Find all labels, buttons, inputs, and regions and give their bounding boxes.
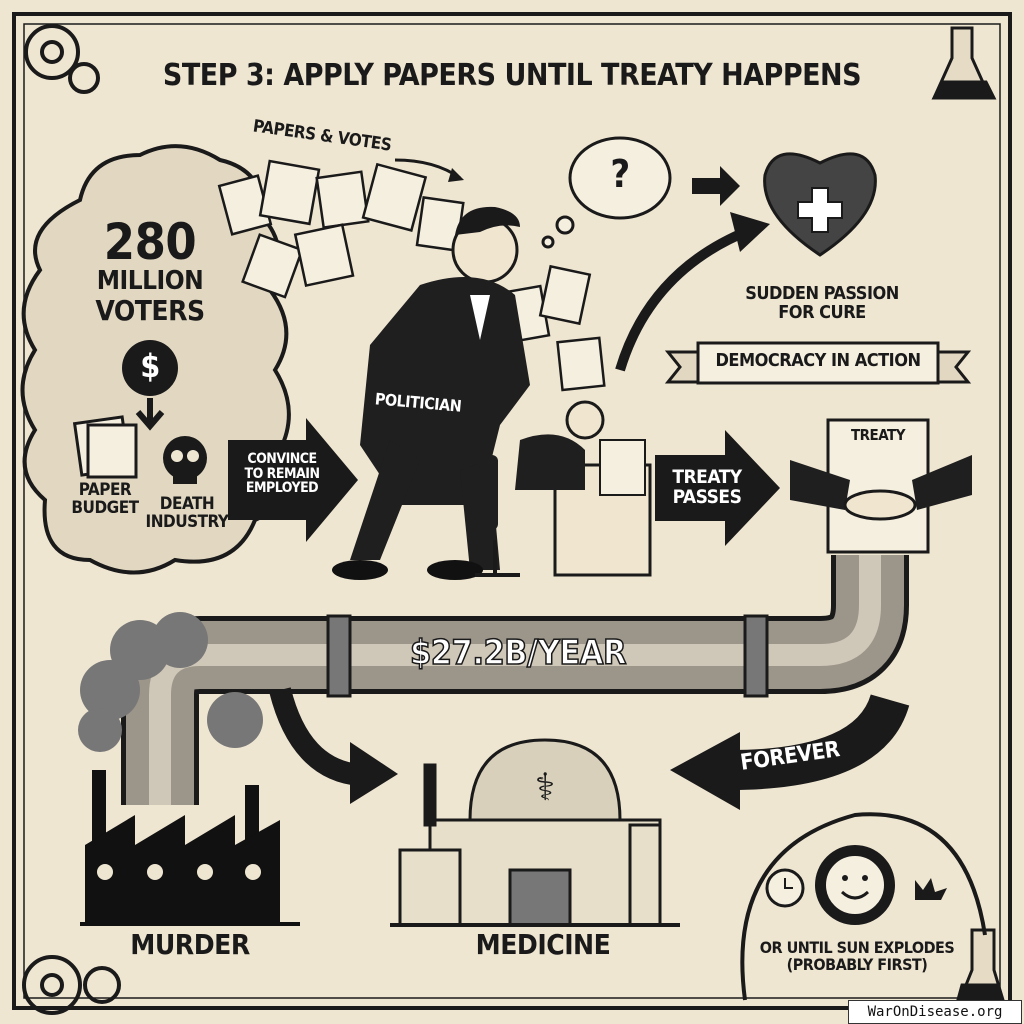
frame-inner-border: [23, 23, 1001, 999]
sun-line2: (PROBABLY FIRST): [786, 954, 928, 974]
convince-line3: EMPLOYED: [245, 480, 319, 497]
passion-line2: FOR CURE: [778, 301, 866, 323]
pipe-label: $27.2B/YEAR: [409, 633, 627, 673]
death-industry-line1: DEATH: [159, 494, 215, 514]
sun-label: OR UNTIL SUN EXPLODES(PROBABLY FIRST): [759, 938, 955, 974]
curved-arrow: [615, 225, 752, 372]
money-pipe: [121, 555, 909, 805]
voters-count: 280: [103, 213, 197, 271]
factory-icon: [80, 770, 300, 926]
question-mark: ?: [610, 152, 630, 196]
treaty-arrow: [655, 430, 780, 546]
banner-label: DEMOCRACY IN ACTION: [715, 350, 921, 371]
voters-million: MILLION: [96, 266, 204, 296]
paper-budget-line2: BUDGET: [71, 497, 139, 518]
page-title: STEP 3: APPLY PAPERS UNTIL TREATY HAPPEN…: [162, 58, 862, 93]
desk-worker-figure: [475, 400, 652, 577]
convince-arrow: [228, 418, 358, 542]
sun-line1: OR UNTIL SUN EXPLODES: [759, 938, 955, 957]
passion-line1: SUDDEN PASSION: [745, 283, 899, 304]
handshake-icon: [790, 455, 972, 510]
democracy-banner: [696, 341, 940, 385]
cross-icon: [797, 187, 843, 233]
murder-label: MURDER: [130, 928, 250, 961]
skull-icon: [163, 436, 207, 484]
dollar-sign: $: [140, 347, 160, 385]
sun-vignette: [740, 812, 987, 1001]
flask-icon: [931, 26, 1009, 1012]
medicine-label: MEDICINE: [475, 928, 611, 961]
dollar-icon: [122, 340, 178, 396]
paper-budget-line1: PAPER: [78, 480, 132, 500]
explosion-icon: [915, 878, 947, 900]
politician-figure: [332, 206, 530, 580]
watermark-link[interactable]: WarOnDisease.org: [848, 1000, 1022, 1024]
voters-label: VOTERS: [95, 294, 205, 327]
caduceus-icon: ⚕: [535, 765, 556, 809]
frame-border: [12, 12, 1012, 1010]
medicine-building: [390, 738, 680, 927]
death-industry-line2: INDUSTRY: [145, 511, 229, 532]
sun-icon: [815, 845, 895, 925]
convince-line2: TO REMAIN: [244, 465, 321, 482]
paper-icon: [72, 415, 138, 479]
treaty-passes-line2: PASSES: [672, 485, 742, 508]
thought-bubble: [541, 136, 672, 249]
treaty-passes-line1: TREATY: [672, 466, 742, 488]
flying-papers: [217, 159, 606, 392]
smoke-cloud: [78, 612, 263, 752]
arrow-down-icon: [135, 398, 165, 431]
forever-arrow: [729, 693, 910, 790]
convince-line1: CONVINCE: [247, 451, 317, 467]
gear-icon: [22, 24, 121, 1015]
arrow-right-icon: [692, 166, 740, 206]
treaty-doc-label: TREATY: [850, 426, 906, 444]
arrow-to-medicine: [269, 687, 362, 786]
